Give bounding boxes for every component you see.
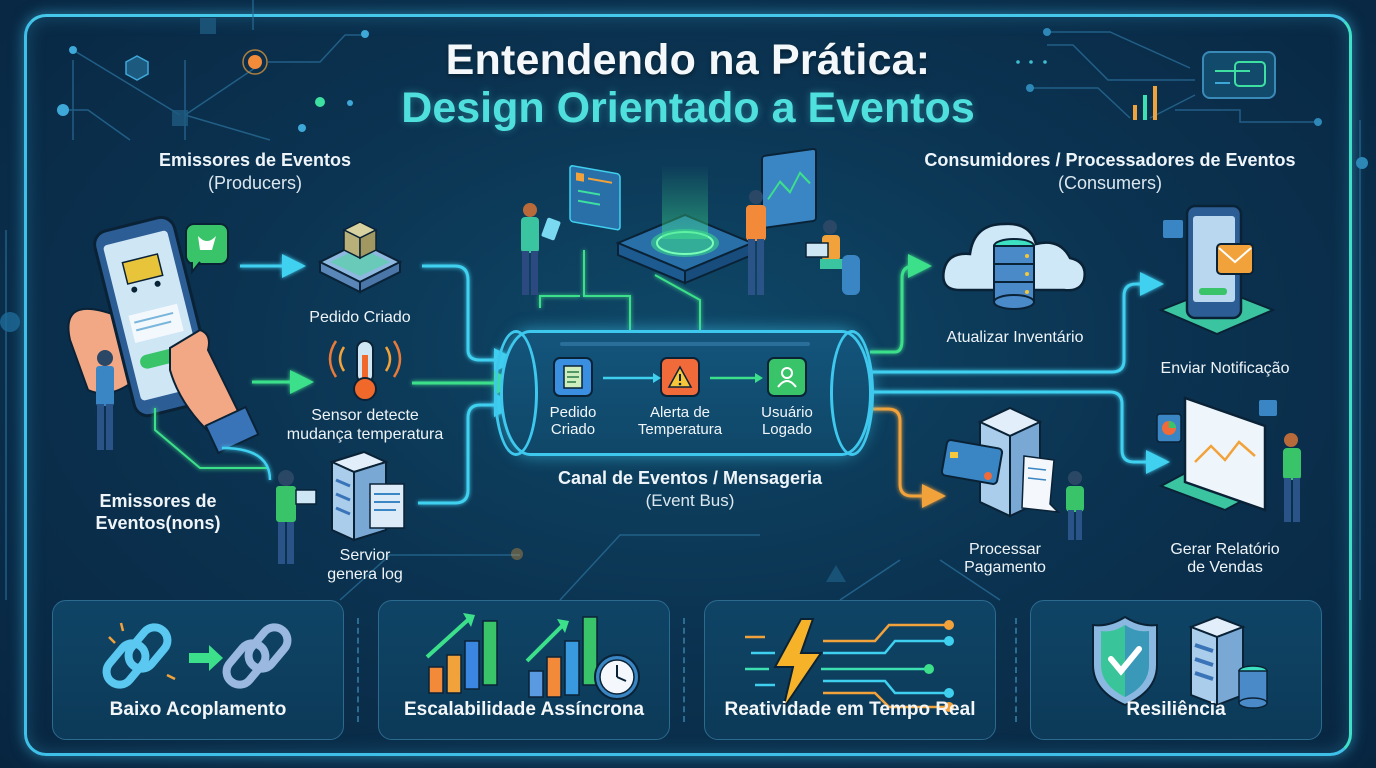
infographic-frame [24,14,1352,756]
smartphone-shopping-icon [67,215,260,455]
event-bus-left-cap [494,330,538,456]
bus-event-3-line1: Usuário [761,404,813,421]
bus-internal-arrows [603,373,763,383]
bus-event-1-line2: Criado [550,421,596,438]
server-log-icon [276,450,405,564]
consumer-2-label: Enviar Notificação [1160,360,1290,377]
bus-event-1-line1: Pedido [549,404,597,421]
sales-report-icon [1156,396,1301,522]
producer-1-label: Pedido Criado [309,309,411,326]
producers-heading: Emissores de Eventos [158,150,352,170]
consumer-4-label-line2: de Vendas [1187,559,1263,576]
producer-3-label-line1: Servior [339,547,391,564]
consumers-heading: Consumidores / Processadores de Eventos [924,150,1296,170]
receipt-icon [553,357,593,397]
consumer-4-label-line1: Gerar Relatório [1170,541,1280,558]
benefit-card-low-coupling: Baixo Acoplamento [52,600,344,740]
consumer-3-label-line2: Pagamento [964,559,1046,576]
event-bus-subheading: (Event Bus) [645,491,735,510]
growth-chart-icon [425,613,640,700]
warning-icon [660,357,700,397]
user-icon [767,357,807,397]
producers-side-label-2: Eventos(nons) [95,513,221,533]
benefit-card-resilience: Resiliência [1030,600,1322,740]
consumers-subheading: (Consumers) [1057,173,1163,193]
benefit-divider [683,618,685,722]
bus-event-2-line1: Alerta de [649,404,711,421]
bus-highlight [560,342,810,346]
event-bus-heading: Canal de Eventos / Mensageria [557,468,823,488]
thermometer-icon [328,340,402,401]
lightning-icon [745,618,954,712]
producers-side-label-1: Emissores de [99,491,217,511]
benefit-label: Reatividade em Tempo Real [724,699,976,720]
package-box-icon [317,221,403,294]
benefit-divider [1015,618,1017,722]
team-platform-illustration [521,147,860,295]
benefit-label: Baixo Acoplamento [109,699,287,720]
benefit-label: Escalabilidade Assíncrona [403,699,645,720]
cloud-database-icon [942,222,1086,310]
producers-subheading: (Producers) [207,173,303,193]
producer-3-label-line2: genera log [327,566,403,583]
event-bus-right-cap [830,330,874,456]
consumer-1-label: Atualizar Inventário [946,329,1084,346]
benefit-divider [357,618,359,722]
producer-2-label-line2: mudança temperatura [286,426,444,443]
bus-event-2-line2: Temperatura [637,421,723,438]
phone-notification-icon [1158,204,1276,336]
payment-server-icon [940,406,1084,540]
shield-check-icon [1092,615,1268,709]
title-line-1: Entendendo na Prática: [445,36,931,84]
chain-link-icon [102,622,292,689]
benefit-card-async-scalability: Escalabilidade Assíncrona [378,600,670,740]
consumer-3-label-line1: Processar [968,541,1042,558]
benefit-label: Resiliência [1126,699,1226,720]
benefit-card-realtime: Reatividade em Tempo Real [704,600,996,740]
title-line-2: Design Orientado a Eventos [401,84,975,132]
bus-event-3-line2: Logado [761,421,813,438]
producer-2-label-line1: Sensor detecte [311,407,419,424]
